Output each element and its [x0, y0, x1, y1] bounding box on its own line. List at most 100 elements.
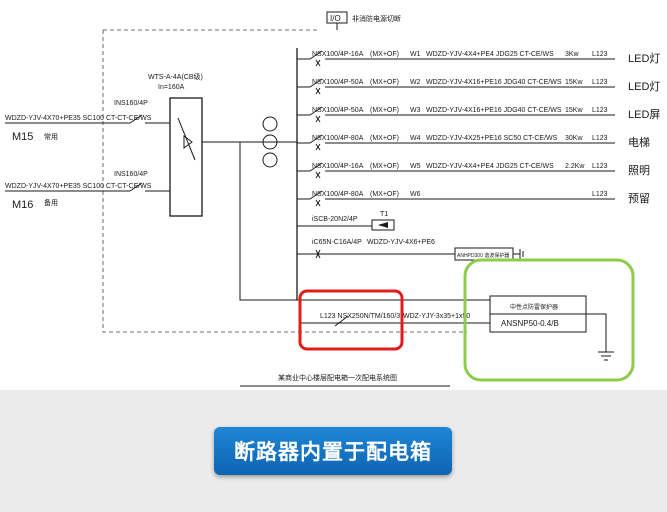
anhp-label: ANHPD300 谐波保护器 — [457, 252, 509, 259]
transfer-switch-symbol — [183, 135, 193, 149]
circuit-phase: L123 — [592, 163, 608, 170]
circuit-cable: WDZD-YJV-4X4+PE4 JDG25 CT-CE/WS — [426, 51, 554, 58]
transfer-switch-blade — [177, 117, 196, 161]
incomer-name: M15 — [12, 131, 33, 143]
circuit-row: NSX100/4P-16A (MX+OF) W1 WDZD-YJV-4X4+PE4 J… — [297, 50, 660, 67]
diagram-background — [0, 0, 667, 390]
incomer-m15: INS160/4P WDZD-YJV-4X70+PE35 SC100 CT-CT… — [5, 100, 170, 143]
incomer-switch — [129, 114, 143, 124]
ic65-cable: WDZD-YJV-4X6+PE6 — [367, 239, 435, 246]
breaker-cross — [315, 87, 321, 95]
spd-ground-lead — [586, 313, 607, 352]
circuit-load: LED灯 — [628, 80, 660, 93]
ct-coil — [262, 152, 278, 168]
io-label: I/O — [330, 14, 341, 23]
circuit-option: (MX+OF) — [370, 163, 399, 170]
circuit-row: NSX100/4P-80A (MX+OF) W4 WDZD-YJV-4X25+PE16… — [297, 134, 650, 151]
circuit-option: (MX+OF) — [370, 135, 399, 142]
circuit-breaker-switch — [309, 50, 323, 60]
spd-device-title: 中性点防雷保护器 — [510, 303, 558, 311]
red-highlight-box — [298, 289, 404, 351]
circuit-cable: WDZD-YJV-4X4+PE4 JDG25 CT-CE/WS — [426, 163, 554, 170]
breaker-cross — [315, 115, 321, 123]
circuit-row: NSX100/4P-50A (MX+OF) W3 WDZD-YJV-4X16+PE16… — [297, 106, 660, 123]
incomer-m16: INS160/4P WDZD-YJV-4X70+PE35 SC100 CT-CT… — [5, 171, 170, 211]
circuit-phase: L123 — [592, 79, 608, 86]
circuit-breaker-switch — [309, 106, 323, 116]
spd-branch: L123 NSX250N/TM/160/3 WDZ-YJY-3x35+1x50 … — [297, 295, 614, 361]
main-switch-label2: In=160A — [158, 84, 185, 91]
incomer-breaker: INS160/4P — [114, 171, 148, 178]
incomer-note: 备用 — [44, 198, 58, 207]
incomer-cable: WDZD-YJV-4X70+PE35 SC100 CT-CT-CE/WS — [5, 183, 152, 190]
circuit-breaker: NSX100/4P-16A — [312, 163, 364, 170]
main-switch-label1: WTS-A-4A(CB级) — [148, 72, 203, 81]
breaker-cross — [315, 199, 321, 207]
circuit-breaker: NSX100/4P-80A — [312, 135, 364, 142]
circuit-breaker: NSX100/4P-50A — [312, 107, 364, 114]
spd-breaker-switch — [334, 315, 349, 327]
incomer-breaker: INS160/4P — [114, 100, 148, 107]
ct-coil — [262, 116, 278, 132]
iscb-branch: iSCB-20N2/4P T1 — [297, 211, 395, 231]
incomer-name: M16 — [12, 199, 33, 211]
circuit-load: 预留 — [628, 192, 650, 205]
circuit-phase: L123 — [592, 191, 608, 198]
circuit-cable: WDZD-YJV-4X25+PE16 SC50 CT-CE/WS — [426, 135, 558, 142]
circuit-load: 照明 — [628, 164, 650, 177]
circuit-power: 30Kw — [565, 135, 583, 142]
circuit-breaker: NSX100/4P-16A — [312, 51, 364, 58]
breaker-cross — [315, 59, 321, 67]
iscb-label: iSCB-20N2/4P — [312, 216, 358, 223]
circuit-breaker-switch — [309, 162, 323, 172]
t1-label: T1 — [380, 211, 388, 218]
circuit-row: NSX100/4P-16A (MX+OF) W5 WDZD-YJV-4X4+PE4 J… — [297, 162, 650, 179]
circuit-load: LED灯 — [628, 52, 660, 65]
circuit-load: 电梯 — [628, 136, 650, 149]
circuit-option: (MX+OF) — [370, 107, 399, 114]
circuit-id: W1 — [410, 51, 421, 58]
circuit-power: 15Kw — [565, 79, 583, 86]
circuit-id: W4 — [410, 135, 421, 142]
breaker-cross — [315, 171, 321, 179]
circuit-phase: L123 — [592, 135, 608, 142]
circuit-breaker: NSX100/4P-50A — [312, 79, 364, 86]
spd-feed-line — [239, 142, 297, 301]
diagram-title: 某商业中心楼层配电箱一次配电系统图 — [278, 373, 397, 382]
incomer-switch — [129, 182, 143, 192]
circuit-breaker: NSX100/4P-80A — [312, 191, 364, 198]
trip-coil-box — [371, 219, 395, 231]
ct-group — [262, 116, 297, 168]
circuit-power: 2.2Kw — [565, 163, 585, 170]
ic65-label: iC65N-C16A/4P — [312, 239, 362, 246]
green-highlight-box — [463, 258, 635, 382]
incomer-cable: WDZD-YJV-4X70+PE35 SC100 CT-CT-CE/WS — [5, 115, 152, 122]
circuit-option: (MX+OF) — [370, 191, 399, 198]
circuit-power: 3Kw — [565, 51, 580, 58]
circuit-cable: WDZD-YJV-4X16+PE16 JDG40 CT-CE/WS — [426, 107, 562, 114]
caption-banner: 断路器内置于配电箱 — [214, 427, 452, 475]
breaker-cross — [315, 143, 321, 151]
circuit-phase: L123 — [592, 51, 608, 58]
io-note: 非消防电源切断 — [352, 14, 401, 23]
circuit-option: (MX+OF) — [370, 51, 399, 58]
circuit-breaker-switch — [309, 190, 323, 200]
circuit-id: W5 — [410, 163, 421, 170]
circuit-id: W2 — [410, 79, 421, 86]
circuit-phase: L123 — [592, 107, 608, 114]
circuit-breaker-switch — [309, 78, 323, 88]
spd-breaker-label: L123 NSX250N/TM/160/3 — [320, 313, 400, 320]
circuit-id: W6 — [410, 191, 421, 198]
circuit-load: LED屏 — [628, 108, 660, 121]
caption-text: 断路器内置于配电箱 — [234, 440, 432, 464]
incomer-note: 常用 — [44, 132, 58, 141]
circuit-id: W3 — [410, 107, 421, 114]
circuit-power: 15Kw — [565, 107, 583, 114]
circuit-option: (MX+OF) — [370, 79, 399, 86]
transfer-switch-box — [169, 97, 203, 217]
cabinet-dashed-border — [102, 30, 467, 333]
circuit-cable: WDZD-YJV-4X16+PE16 JDG40 CT-CE/WS — [426, 79, 562, 86]
spd-cable-label: WDZ-YJY-3x35+1x50 — [403, 313, 470, 320]
